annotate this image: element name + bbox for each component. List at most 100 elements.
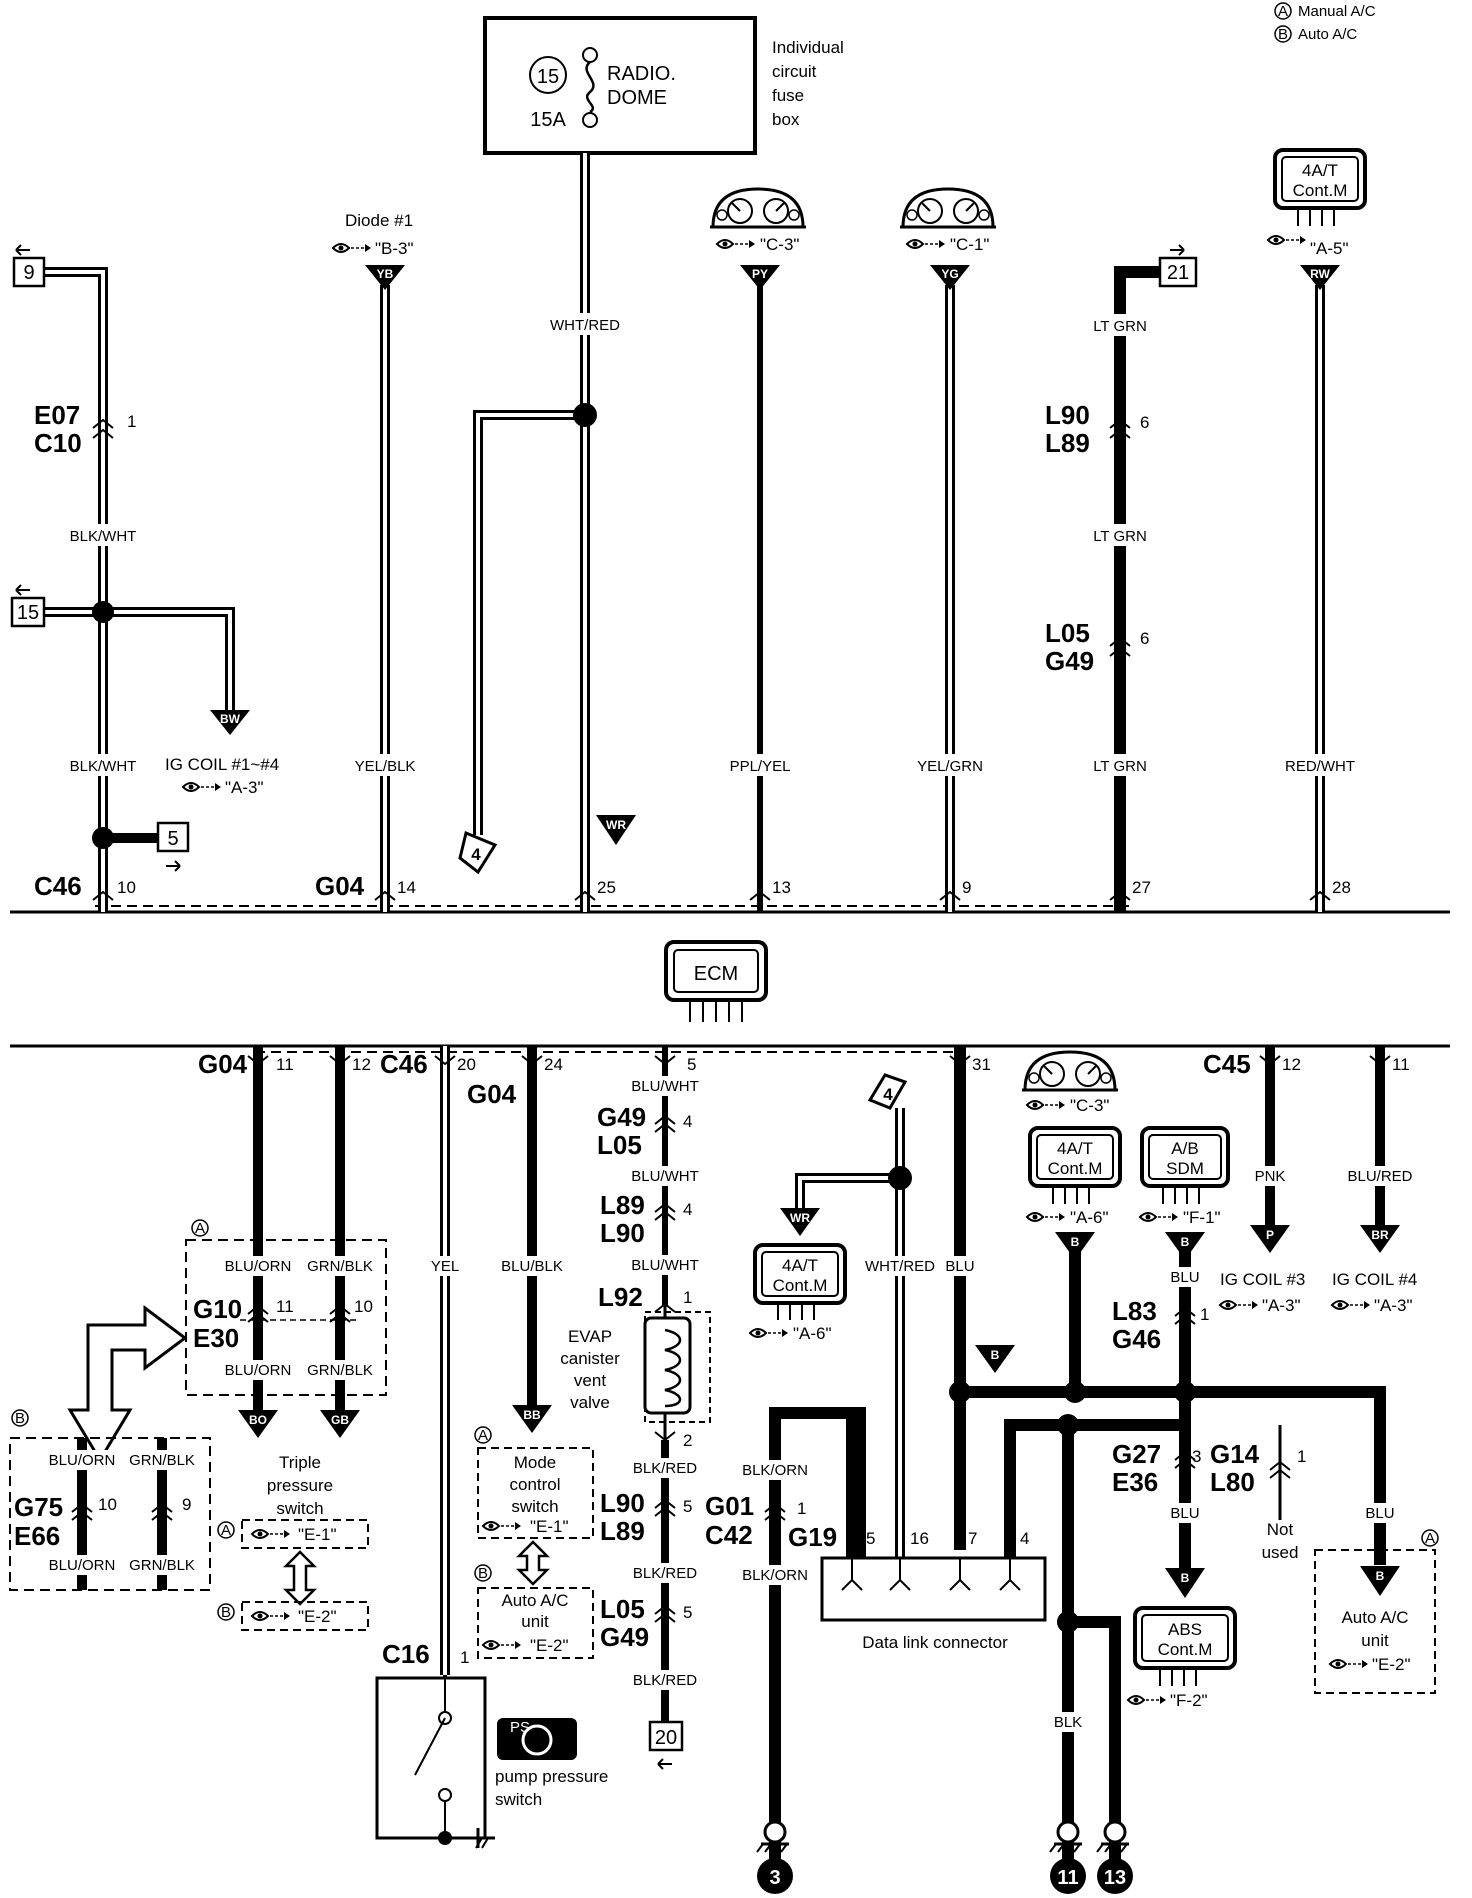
svg-text:B: B [991,1348,1000,1362]
svg-text:L90: L90 [1045,400,1090,430]
evap-chain: BLU/WHT G49 L05 4 BLU/WHT L89 L90 4 BLU/… [560,1076,711,1690]
svg-text:P: P [1266,1228,1274,1242]
svg-text:WHT/RED: WHT/RED [865,1258,935,1275]
svg-text:L80: L80 [1210,1467,1255,1497]
svg-text:Cont.M: Cont.M [1293,181,1348,200]
mode-control-switch: BLU/BLK BB A Mode control switch "E-1" B… [474,1256,594,1659]
svg-text:BLU/ORN: BLU/ORN [225,1362,292,1379]
svg-text:BLK/RED: BLK/RED [633,1460,697,1477]
svg-text:pump pressure: pump pressure [495,1767,608,1786]
svg-text:BB: BB [523,1408,541,1422]
svg-text:Triple: Triple [279,1453,321,1472]
svg-text:G04: G04 [315,871,365,901]
svg-text:5: 5 [866,1529,875,1548]
svg-text:5: 5 [683,1497,692,1516]
svg-text:G10: G10 [193,1294,242,1324]
svg-text:5: 5 [167,828,178,850]
svg-text:Cont.M: Cont.M [1158,1640,1213,1659]
svg-text:25: 25 [597,878,616,897]
svg-text:9: 9 [962,878,971,897]
auto-ac-block-left: B BLU/ORN GRN/BLK G75 E66 10 9 BLU/ORN G… [9,1409,211,1591]
svg-text:10: 10 [354,1297,373,1316]
svg-text:E66: E66 [14,1521,60,1551]
svg-text:A: A [195,1220,205,1237]
svg-text:BLU/WHT: BLU/WHT [631,1078,699,1095]
svg-text:BLK/RED: BLK/RED [633,1672,697,1689]
svg-text:21: 21 [1167,262,1189,284]
svg-text:"F-1": "F-1" [1183,1208,1221,1227]
svg-text:"A-3": "A-3" [1262,1296,1301,1315]
svg-text:G04: G04 [467,1079,517,1109]
svg-text:9: 9 [23,262,34,284]
connector-pin31: 31 [949,1055,991,1074]
svg-text:L05: L05 [1045,618,1090,648]
svg-text:BLK/ORN: BLK/ORN [742,1567,808,1584]
svg-text:pressure: pressure [267,1476,333,1495]
svg-text:EVAP: EVAP [568,1327,612,1346]
svg-text:BO: BO [249,1413,267,1427]
connector-g04-top: G04 14 25 13 9 27 28 [315,871,1351,901]
svg-text:BLU/ORN: BLU/ORN [225,1258,292,1275]
svg-text:11: 11 [276,1297,294,1316]
fuse-rating: 15A [530,109,566,131]
svg-text:L89: L89 [1045,428,1090,458]
svg-text:IG COIL #4: IG COIL #4 [1332,1270,1417,1289]
svg-text:7: 7 [968,1529,977,1548]
page-ref-9[interactable]: 9 [12,244,46,288]
svg-text:Not: Not [1267,1520,1294,1539]
svg-text:BLK/WHT: BLK/WHT [70,758,137,775]
svg-text:"A-5": "A-5" [1310,239,1349,258]
svg-text:IG COIL #3: IG COIL #3 [1220,1270,1305,1289]
svg-text:L92: L92 [598,1282,643,1312]
svg-text:16: 16 [910,1529,929,1548]
ecm-box: ECM [664,940,768,1022]
svg-text:C46: C46 [34,871,82,901]
svg-text:4A/T: 4A/T [1302,161,1338,180]
svg-text:Cont.M: Cont.M [773,1276,828,1295]
svg-text:unit: unit [1361,1631,1389,1650]
connector-g04-bottom-mid: G04 24 [467,1055,563,1109]
svg-text:BLU/ORN: BLU/ORN [49,1557,116,1574]
svg-text:6: 6 [1140,629,1149,648]
top-wire-labels: BLK/WHT BLK/WHT YEL/BLK WHT/RED PPL/YEL … [68,313,1360,776]
svg-text:BR: BR [1371,1228,1389,1242]
svg-text:"E-2": "E-2" [298,1607,337,1626]
svg-text:control: control [509,1475,560,1494]
svg-text:4A/T: 4A/T [1057,1139,1093,1158]
svg-text:B: B [1278,26,1288,43]
svg-text:4: 4 [683,1112,692,1131]
abs-control-module: B ABS Cont.M "F-2" [1127,1568,1237,1710]
page-ref-15[interactable]: 15 [10,584,46,628]
page-ref-21[interactable]: 21 [1158,244,1198,288]
svg-text:13: 13 [1104,1867,1126,1889]
svg-text:"E-1": "E-1" [530,1517,569,1536]
b-tag-bus: B [975,1345,1015,1373]
svg-text:used: used [1262,1543,1299,1562]
combination-meter-2: "C-1" YG [898,187,998,290]
svg-text:"C-3": "C-3" [760,235,799,254]
data-link-connector: G19 5 16 7 4 Data link connector [788,1522,1047,1652]
page-ref-4-bottom[interactable]: 4 [867,1073,908,1110]
svg-text:fuse: fuse [772,86,804,105]
page-ref-20[interactable]: 20 [648,1720,684,1770]
svg-text:3: 3 [769,1867,780,1889]
ig-coil-1-4: BW IG COIL #1~#4 "A-3" [165,710,279,797]
svg-text:BLU: BLU [1365,1505,1394,1522]
svg-text:Auto A/C: Auto A/C [501,1591,568,1610]
svg-text:1: 1 [1200,1305,1209,1324]
svg-text:L05: L05 [597,1130,642,1160]
svg-text:Auto A/C: Auto A/C [1341,1608,1408,1627]
svg-text:12: 12 [1282,1055,1301,1074]
svg-text:box: box [772,110,800,129]
at-control-module-right: 4A/T Cont.M "A-6" B [1026,1126,1122,1260]
svg-text:WR: WR [790,1211,810,1225]
svg-text:L89: L89 [600,1516,645,1546]
svg-text:B: B [221,1604,231,1621]
wr-tag-top: WR [596,815,636,845]
manual-ac-block: A BLU/ORN GRN/BLK G10 E30 11 10 BLU/ORN … [185,1219,387,1396]
page-ref-5[interactable]: 5 [156,821,190,872]
svg-text:2: 2 [683,1431,692,1450]
combination-meter-bottom: "C-3" [1020,1050,1120,1115]
svg-text:IG COIL #1~#4: IG COIL #1~#4 [165,755,279,774]
page-ref-4-top[interactable]: 4 [458,830,498,875]
